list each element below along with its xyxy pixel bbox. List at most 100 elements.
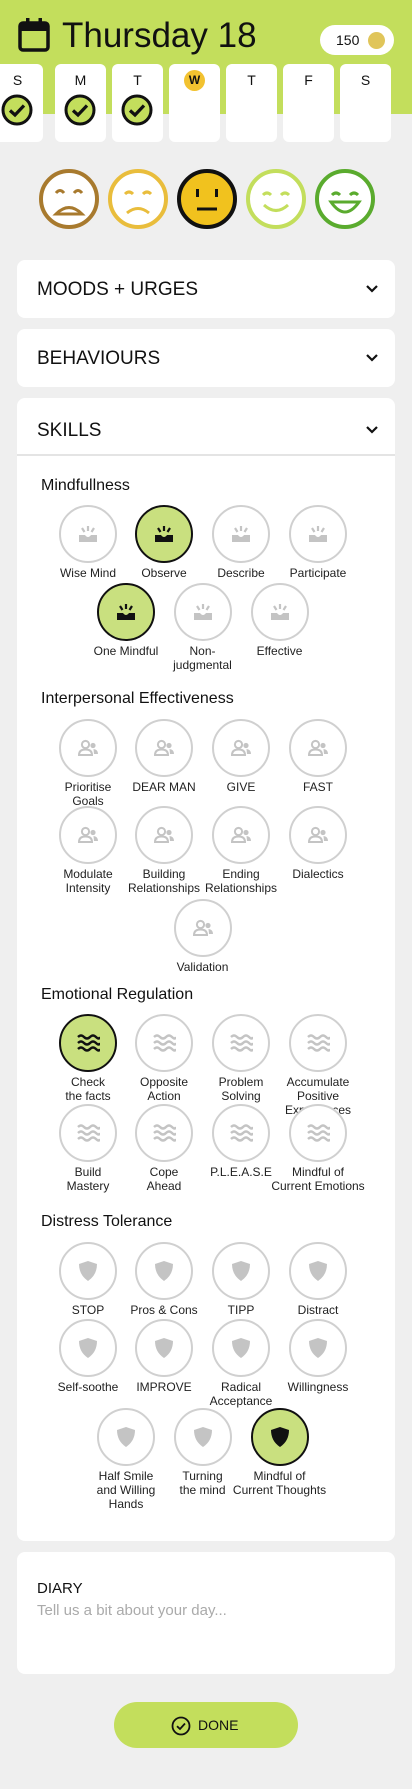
- day-letter: M: [74, 72, 87, 88]
- skill-label: Dialectics: [292, 867, 344, 881]
- skill-toggle[interactable]: [173, 1408, 232, 1466]
- behaviours-title: BEHAVIOURS: [37, 348, 161, 369]
- skill-toggle[interactable]: [289, 1104, 347, 1162]
- day-m-1[interactable]: M: [55, 64, 106, 142]
- diary-input[interactable]: [37, 1602, 367, 1619]
- moods-urges-section[interactable]: MOODS + URGES: [17, 260, 395, 318]
- skill-label: GIVE: [226, 780, 256, 794]
- skill-toggle[interactable]: [289, 1014, 347, 1072]
- skill-toggle[interactable]: [212, 1014, 270, 1072]
- skill-toggle[interactable]: [212, 505, 270, 563]
- check-circle-icon: [1, 94, 33, 126]
- skill-label: Describe: [217, 566, 265, 580]
- skill-toggle[interactable]: [97, 1408, 155, 1466]
- skill-group-title-mindfulness: Mindfullness: [41, 477, 130, 494]
- skill-toggle[interactable]: [135, 1104, 193, 1162]
- skill-toggle[interactable]: [212, 719, 270, 777]
- coin-balance[interactable]: 150: [320, 25, 394, 55]
- mood-neutral-icon[interactable]: [176, 168, 238, 230]
- coin-icon: [368, 32, 385, 49]
- people-icon: [192, 919, 213, 936]
- skill-toggle[interactable]: [59, 719, 117, 777]
- skill-toggle[interactable]: [135, 1242, 193, 1300]
- skill-toggle[interactable]: [135, 1319, 193, 1377]
- skill-label: Distract: [297, 1303, 339, 1317]
- behaviours-section[interactable]: BEHAVIOURS: [17, 329, 395, 387]
- skill-label: Wise Mind: [59, 566, 116, 580]
- waves-icon: [230, 1124, 253, 1142]
- skill-toggle[interactable]: [289, 1242, 347, 1300]
- skill-toggle[interactable]: [59, 1319, 117, 1377]
- shield-icon: [309, 1261, 327, 1281]
- skill-toggle[interactable]: [135, 806, 193, 864]
- done-button[interactable]: DONE: [114, 1702, 298, 1748]
- shield-icon: [79, 1338, 97, 1358]
- skill-label: Self-soothe: [57, 1380, 119, 1394]
- mood-very-sad-icon[interactable]: [38, 168, 100, 230]
- skill-toggle[interactable]: [289, 806, 347, 864]
- day-w-3[interactable]: W: [169, 64, 220, 142]
- skill-toggle[interactable]: [289, 1319, 347, 1377]
- check-circle-icon: [121, 94, 153, 126]
- skill-toggle[interactable]: [59, 1014, 117, 1072]
- check-circle-icon: [64, 94, 96, 126]
- calendar-icon[interactable]: [18, 18, 50, 52]
- mood-sad-icon[interactable]: [107, 168, 169, 230]
- day-t-4[interactable]: T: [226, 64, 277, 142]
- skill-label: IMPROVE: [136, 1380, 192, 1394]
- skill-label: Turning the mind: [179, 1469, 226, 1497]
- skill-toggle[interactable]: [173, 583, 232, 641]
- day-t-2[interactable]: T: [112, 64, 163, 142]
- skill-label: Build Mastery: [66, 1165, 110, 1193]
- skill-toggle[interactable]: [59, 1242, 117, 1300]
- chevron-down-icon: [366, 354, 378, 362]
- skill-label: One Mindful: [93, 644, 159, 658]
- people-icon: [230, 826, 251, 843]
- day-s-0[interactable]: S: [0, 64, 43, 142]
- skill-group-title-emotional: Emotional Regulation: [41, 986, 194, 1003]
- skill-label: Pros & Cons: [130, 1303, 198, 1317]
- skill-toggle[interactable]: [289, 505, 347, 563]
- skill-toggle[interactable]: [250, 1408, 309, 1466]
- day-s-6[interactable]: S: [340, 64, 391, 142]
- skill-label: Ending Relationships: [204, 867, 278, 895]
- sun-rise-icon: [155, 526, 173, 542]
- waves-icon: [230, 1034, 253, 1052]
- shield-icon: [117, 1427, 135, 1447]
- mood-happy-icon[interactable]: [245, 168, 307, 230]
- skill-toggle[interactable]: [135, 719, 193, 777]
- skill-label: TIPP: [227, 1303, 255, 1317]
- people-icon: [307, 826, 328, 843]
- shield-icon: [232, 1338, 250, 1358]
- skill-toggle[interactable]: [59, 806, 117, 864]
- divider: [17, 454, 395, 456]
- day-f-5[interactable]: F: [283, 64, 334, 142]
- skill-label: Problem Solving: [218, 1075, 264, 1103]
- day-letter: T: [133, 72, 142, 88]
- waves-icon: [307, 1124, 330, 1142]
- skill-toggle[interactable]: [135, 1014, 193, 1072]
- people-icon: [77, 739, 98, 756]
- skill-toggle[interactable]: [135, 505, 193, 563]
- skills-header[interactable]: SKILLS: [17, 398, 395, 456]
- today-marker: W: [184, 70, 205, 91]
- done-label: DONE: [198, 1717, 239, 1733]
- skill-toggle[interactable]: [212, 1242, 270, 1300]
- skill-toggle[interactable]: [59, 505, 117, 563]
- skill-toggle[interactable]: [212, 1104, 270, 1162]
- skill-label: Effective: [256, 644, 303, 658]
- skill-toggle[interactable]: [212, 1319, 270, 1377]
- skill-toggle[interactable]: [59, 1104, 117, 1162]
- skill-group-title-interpersonal: Interpersonal Effectiveness: [41, 690, 234, 707]
- skill-toggle[interactable]: [97, 583, 155, 641]
- skill-toggle[interactable]: [212, 806, 270, 864]
- skill-toggle[interactable]: [250, 583, 309, 641]
- skill-label: STOP: [71, 1303, 105, 1317]
- people-icon: [230, 739, 251, 756]
- mood-very-happy-icon[interactable]: [314, 168, 376, 230]
- diary-section: DIARY: [17, 1552, 395, 1674]
- skill-toggle[interactable]: [173, 899, 232, 957]
- skill-label: Prioritise Goals: [64, 780, 112, 808]
- skill-label: Modulate Intensity: [63, 867, 113, 895]
- skill-toggle[interactable]: [289, 719, 347, 777]
